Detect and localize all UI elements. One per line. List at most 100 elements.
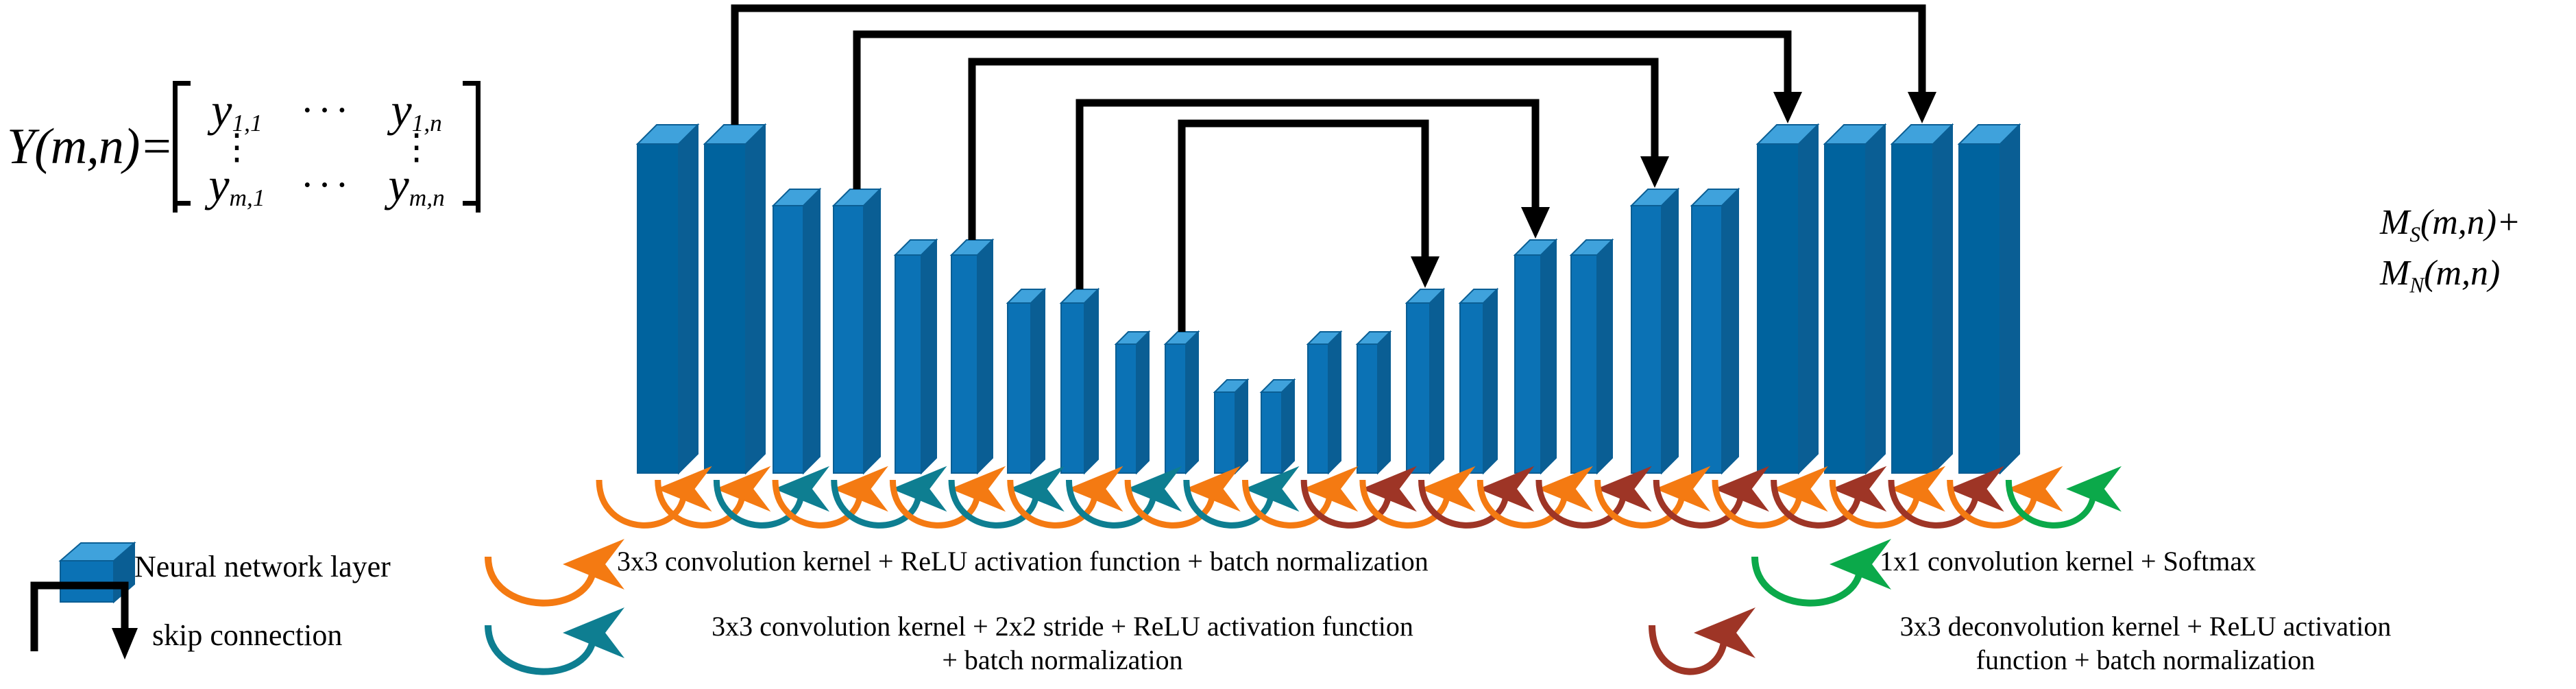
conv-arrow <box>1007 466 1123 529</box>
block-front-face <box>1007 302 1032 474</box>
input-equation: Y(m,n)= y1,1 ··· y1,n ⋮ ⋮ ym,1 ··· ym,n <box>7 81 481 213</box>
legend-label-neural-network-layer: Neural network layer <box>134 550 391 583</box>
block-front-face <box>1757 143 1799 474</box>
output-label-line2: MN(m,n) <box>2380 253 2501 297</box>
network-layer-block <box>1259 378 1296 475</box>
teal-curved-arrow-icon <box>485 607 625 675</box>
skip-connection-arrowhead <box>1908 92 1936 123</box>
maroon-curved-arrow-icon <box>1649 607 1756 675</box>
legend-label-deconv-relu-bn: 3x3 deconvolution kernel + ReLU activati… <box>1741 610 2550 677</box>
stride-arrow <box>1065 466 1182 529</box>
conv-arrow <box>889 466 1006 529</box>
conv-arrow <box>1712 466 1828 529</box>
conv-arrow <box>1241 466 1359 529</box>
block-front-face <box>637 143 679 474</box>
block-front-face <box>1631 205 1662 474</box>
operation-arrows <box>596 466 2122 529</box>
skip-connection-line <box>1178 119 1429 332</box>
cube-icon <box>58 541 136 604</box>
skip-connection <box>731 4 1936 125</box>
block-front-face <box>833 205 864 474</box>
network-layer-block <box>1823 123 1887 475</box>
conv-arrow <box>655 466 771 529</box>
block-front-face <box>704 143 746 474</box>
legend-label-conv-stride-line1: 3x3 convolution kernel + 2x2 stride + Re… <box>712 611 1413 642</box>
legend-label-deconv-line1: 3x3 deconvolution kernel + ReLU activati… <box>1899 611 2392 642</box>
network-layer-block <box>1513 238 1558 475</box>
conv-arrow <box>1947 466 2063 529</box>
block-front-face <box>1357 343 1378 474</box>
network-layer-block <box>703 123 767 475</box>
network-layer-block <box>1629 187 1680 475</box>
network-layer-block <box>1059 287 1100 475</box>
block-front-face <box>1958 143 2001 474</box>
skip-arrow-icon <box>30 581 138 660</box>
network-layer-block <box>1458 287 1499 475</box>
conv-arrow <box>1124 466 1241 529</box>
network-layer-block <box>1006 287 1047 475</box>
skip-connection-arrowhead <box>1411 256 1439 288</box>
orange-curved-arrow-icon <box>485 539 625 607</box>
block-front-face <box>895 254 922 474</box>
block-front-face <box>1214 391 1236 474</box>
network-layer-block <box>1306 330 1343 475</box>
deconv-arrow <box>1300 466 1417 529</box>
skip-connection-line <box>1076 99 1540 289</box>
deconv-arrow <box>1653 466 1770 529</box>
matrix-left-bracket <box>173 81 191 213</box>
network-layer-block <box>771 187 822 475</box>
deconv-arrow <box>1771 466 1887 529</box>
block-front-face <box>1570 254 1598 474</box>
green-curved-arrow-icon <box>1751 539 1892 607</box>
deconv-arrow <box>1535 466 1652 529</box>
stride-arrow <box>1183 466 1300 529</box>
skip-connection <box>1076 99 1550 289</box>
conv-arrow <box>1829 466 1946 529</box>
block-front-face <box>1891 143 1934 474</box>
output-label: MS(m,n)+ MN(m,n) <box>2380 199 2520 300</box>
skip-connection <box>968 58 1669 240</box>
input-matrix: y1,1 ··· y1,n ⋮ ⋮ ym,1 ··· ym,n <box>191 81 462 213</box>
network-layer-block <box>635 123 700 475</box>
network-layer-block <box>1163 330 1200 475</box>
skip-connection-arrowhead <box>1773 92 1802 123</box>
deconv-arrow <box>1888 466 2004 529</box>
deconv-arrow <box>1418 466 1535 529</box>
network-layer-block <box>1569 238 1614 475</box>
skip-connections <box>731 4 1936 332</box>
matrix-cell-1-1: y1,1 <box>211 84 263 136</box>
legend-label-skip-connection: skip connection <box>152 618 343 652</box>
skip-connection <box>853 30 1802 189</box>
network-layer-block <box>893 238 938 475</box>
network-layer-block <box>1690 187 1740 475</box>
network-layer-block <box>1890 123 1954 475</box>
conv-arrow <box>596 466 712 529</box>
network-layer-block <box>831 187 882 475</box>
network-layer-block <box>949 238 995 475</box>
matrix-cell-m-1: ym,1 <box>208 158 265 211</box>
block-front-face <box>1459 302 1484 474</box>
network-layer-block <box>1213 378 1250 475</box>
stride-arrow <box>831 466 947 529</box>
block-front-face <box>1165 343 1187 474</box>
legend-label-conv-stride-line2: + batch normalization <box>942 644 1183 675</box>
block-front-face <box>1691 205 1723 474</box>
matrix-cell-1-n: y1,n <box>391 84 442 136</box>
block-front-face <box>1307 343 1329 474</box>
legend-label-conv1x1-softmax: 1x1 convolution kernel + Softmax <box>1880 546 2257 577</box>
legend-label-conv-stride-relu-bn: 3x3 convolution kernel + 2x2 stride + Re… <box>603 610 1522 677</box>
network-layer-block <box>1755 123 1820 475</box>
skip-connection-line <box>968 58 1659 240</box>
network-blocks <box>635 123 2021 475</box>
conv-arrow <box>1594 466 1711 529</box>
network-layer-block <box>1114 330 1151 475</box>
block-front-face <box>1514 254 1542 474</box>
block-front-face <box>773 205 804 474</box>
skip-connection-line <box>731 4 1926 125</box>
softmax-arrow <box>2005 466 2122 529</box>
block-front-face <box>1406 302 1431 474</box>
skip-connection <box>1178 119 1439 332</box>
skip-connection-line <box>853 30 1792 189</box>
